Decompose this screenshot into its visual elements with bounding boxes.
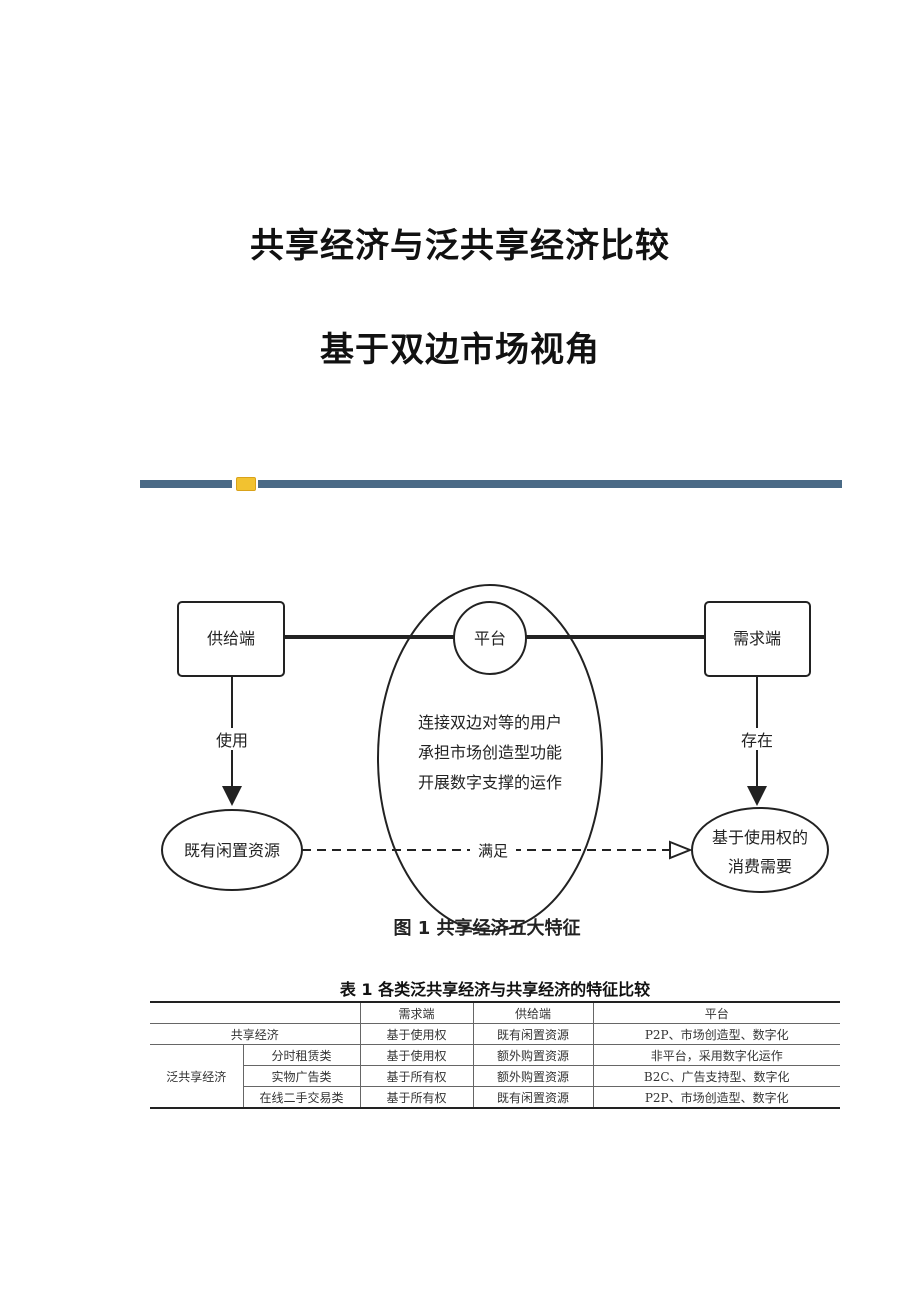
consumption-need-ellipse — [691, 807, 829, 893]
figure-caption: 图 1 共享经济五大特征 — [393, 917, 580, 939]
comparison-table: 需求端 供给端 平台 共享经济 基于使用权 既有闲置资源 P2P、市场创造型、数… — [150, 1001, 840, 1109]
platform-label: 平台 — [474, 629, 506, 648]
cell-platform: P2P、市场创造型、数字化 — [592, 1086, 840, 1109]
demand-label: 需求端 — [733, 629, 781, 648]
platform-circle — [453, 601, 527, 675]
table-row: 实物广告类 基于所有权 额外购置资源 B2C、广告支持型、数字化 — [150, 1065, 840, 1087]
table-row: 共享经济 基于使用权 既有闲置资源 P2P、市场创造型、数字化 — [150, 1023, 840, 1045]
header-blank — [150, 1001, 361, 1024]
table-header-row: 需求端 供给端 平台 — [150, 1001, 840, 1024]
consumption-need-2: 消费需要 — [728, 857, 792, 876]
cell-supply: 额外购置资源 — [472, 1044, 594, 1066]
platform-desc-3: 开展数字支撑的运作 — [418, 773, 562, 792]
cell-supply: 既有闲置资源 — [472, 1023, 594, 1045]
platform-desc-2: 承担市场创造型功能 — [418, 743, 562, 762]
row-label: 共享经济 — [150, 1023, 361, 1045]
cell-type: 实物广告类 — [243, 1065, 361, 1087]
cell-demand: 基于所有权 — [359, 1065, 474, 1087]
header-demand: 需求端 — [359, 1001, 474, 1024]
cell-platform: P2P、市场创造型、数字化 — [592, 1023, 840, 1045]
table-row: 泛共享经济 分时租赁类 基于使用权 额外购置资源 非平台，采用数字化运作 — [150, 1044, 840, 1109]
cell-demand: 基于使用权 — [359, 1023, 474, 1045]
platform-desc-1: 连接双边对等的用户 — [418, 713, 562, 732]
cell-supply: 既有闲置资源 — [472, 1086, 594, 1109]
consumption-need-1: 基于使用权的 — [712, 828, 808, 847]
cell-demand: 基于所有权 — [359, 1086, 474, 1109]
cell-supply: 额外购置资源 — [472, 1065, 594, 1087]
divider-bar-left — [140, 480, 232, 488]
cell-platform: B2C、广告支持型、数字化 — [592, 1065, 840, 1087]
supply-label: 供给端 — [207, 629, 255, 648]
header-supply: 供给端 — [472, 1001, 594, 1024]
divider-bar-right — [258, 480, 842, 488]
document-title: 共享经济与泛共享经济比较 — [250, 226, 670, 266]
cell-demand: 基于使用权 — [359, 1044, 474, 1066]
figure-diagram: 供给端 需求端 平台 使用 存在 连接双边对等的用户 承担市场创造型功能 开展数… — [161, 584, 829, 939]
divider-badge-icon — [236, 477, 256, 491]
document-subtitle: 基于双边市场视角 — [320, 330, 600, 370]
idle-resources-label: 既有闲置资源 — [184, 841, 280, 860]
cell-platform: 非平台，采用数字化运作 — [592, 1044, 840, 1066]
cell-type: 分时租赁类 — [242, 1044, 361, 1066]
header-platform: 平台 — [592, 1001, 840, 1024]
table-row: 在线二手交易类 基于所有权 既有闲置资源 P2P、市场创造型、数字化 — [150, 1086, 840, 1109]
pan-sharing-label: 泛共享经济 — [150, 1044, 244, 1109]
cell-type: 在线二手交易类 — [243, 1086, 361, 1109]
platform-ellipse — [377, 584, 603, 932]
exist-label: 存在 — [741, 731, 773, 750]
satisfy-label: 满足 — [478, 842, 508, 860]
use-label: 使用 — [216, 731, 248, 750]
table-title: 表 1 各类泛共享经济与共享经济的特征比较 — [339, 980, 651, 999]
